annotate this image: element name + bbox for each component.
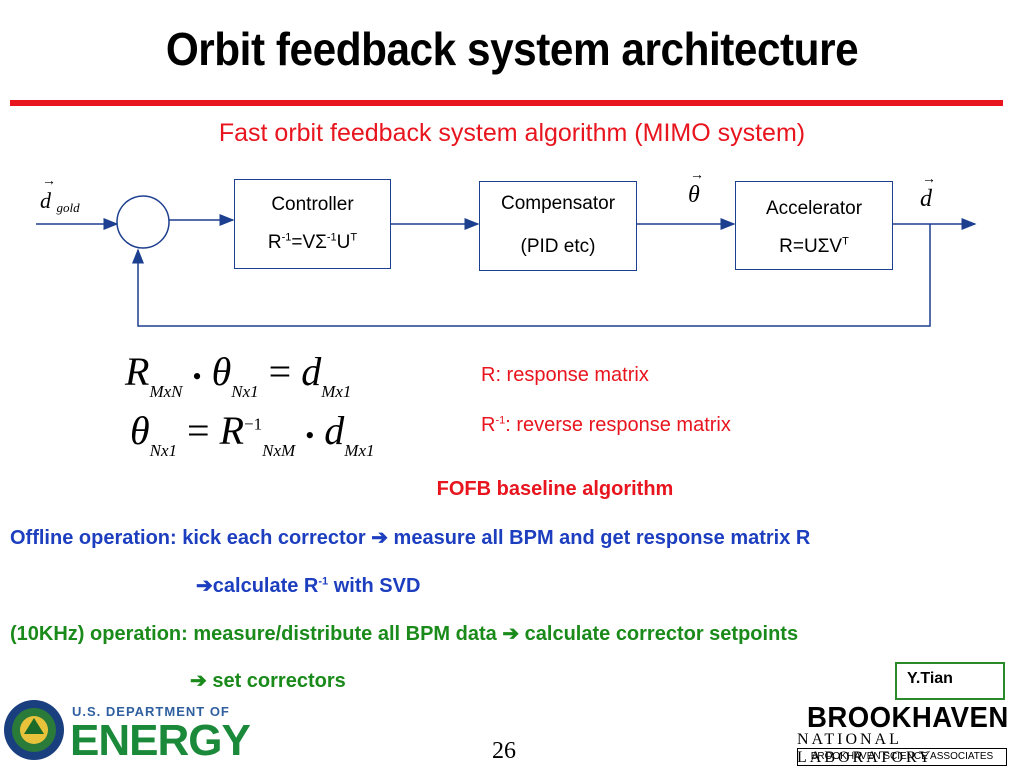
- bnl-lab-text: NATIONAL LABORATORY: [797, 731, 934, 766]
- slide-subtitle: Fast orbit feedback system algorithm (MI…: [218, 119, 806, 147]
- vector-arrow-icon: →: [42, 174, 56, 189]
- compensator-label: Compensator: [500, 193, 616, 214]
- equation-1: RMxN • θNx1 = dMx1: [125, 349, 352, 401]
- equation-2: θNx1 = R−1NxM • dMx1: [130, 408, 375, 460]
- set-correctors-line: ➔ set correctors: [190, 670, 346, 692]
- block-diagram: [36, 195, 977, 327]
- controller-box: Controller R-1=VΣ-1UT: [234, 179, 391, 269]
- doe-seal-icon: [4, 700, 64, 760]
- vector-arrow-icon: →: [690, 168, 704, 183]
- slide-title: Orbit feedback system architecture: [165, 23, 859, 75]
- output-d-label: → d: [920, 172, 936, 213]
- doe-energy-label: ENERGY: [70, 716, 251, 765]
- note-reverse-response-matrix: R-1: reverse response matrix: [481, 414, 731, 436]
- theta-symbol: θ: [688, 182, 700, 208]
- bnl-logo-text: BROOKHAVEN: [807, 702, 1009, 734]
- input-subscript: gold: [56, 200, 80, 215]
- summing-junction: [116, 195, 170, 249]
- arrow-right-icon: ➔: [371, 527, 388, 549]
- online-operation-line: (10KHz) operation: measure/distribute al…: [10, 623, 799, 645]
- compensator-box: Compensator (PID etc): [479, 181, 637, 271]
- input-d-gold-label: → d gold: [40, 174, 80, 215]
- accelerator-label: Accelerator: [765, 198, 863, 219]
- arrow-right-icon: ➔: [196, 575, 213, 597]
- bnl-associates-text: BROOKHAVEN SCIENCE ASSOCIATES: [797, 748, 1007, 766]
- vector-arrow-icon: →: [922, 172, 936, 187]
- note-response-matrix: R: response matrix: [481, 364, 649, 386]
- accelerator-formula: R=UΣVT: [779, 235, 849, 257]
- controller-label: Controller: [271, 194, 354, 215]
- calculate-svd-line: ➔calculate R-1 with SVD: [196, 575, 421, 597]
- input-d-symbol: d: [40, 188, 51, 213]
- offline-operation-line: Offline operation: kick each corrector ➔…: [10, 527, 811, 549]
- accelerator-box: Accelerator R=UΣVT: [735, 181, 893, 270]
- author-name: Y.Tian: [907, 670, 953, 687]
- doe-department-label: U.S. DEPARTMENT OF: [72, 704, 230, 719]
- author-box: Y.Tian: [895, 662, 1005, 700]
- feedback-loop: [132, 224, 931, 327]
- compensator-detail: (PID etc): [520, 236, 596, 257]
- output-d-symbol: d: [920, 186, 932, 212]
- theta-label: → θ: [688, 168, 704, 209]
- arrow-right-icon: ➔: [190, 670, 207, 692]
- title-divider: [10, 100, 1003, 106]
- controller-formula: R-1=VΣ-1UT: [267, 231, 358, 253]
- fofb-heading: FOFB baseline algorithm: [436, 478, 674, 500]
- arrow-right-icon: ➔: [502, 623, 520, 645]
- page-number: 26: [492, 738, 516, 764]
